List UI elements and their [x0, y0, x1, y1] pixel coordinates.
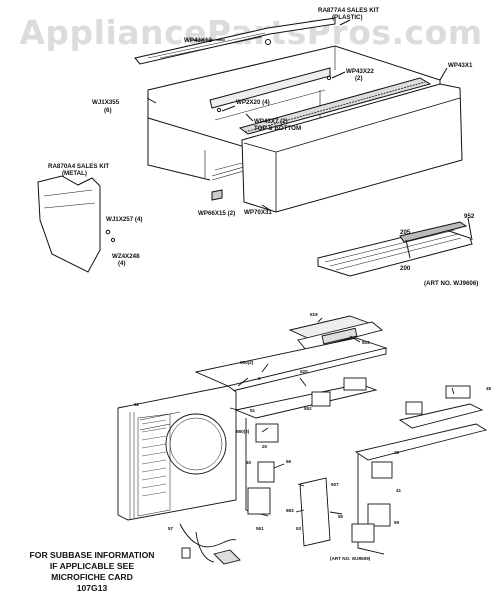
label-wj1x355: WJ1X355	[92, 99, 120, 106]
lower-part-labels: 519 503 980(2) 6 520 45 52 51 552 980(2)…	[134, 312, 492, 561]
label-41: 41	[396, 488, 402, 493]
label-25: 25	[394, 450, 400, 455]
label-wp43x7: WP43X7 (2)	[254, 118, 288, 125]
front-panel	[241, 83, 463, 213]
label-wz4x248: WZ4X248	[112, 253, 140, 260]
label-wp43x22-qty: (2)	[355, 75, 363, 82]
label-980b: 980(2)	[236, 429, 250, 434]
label-59: 59	[394, 520, 400, 525]
label-6: 6	[258, 376, 261, 381]
label-wp43x7-note: TOP & BOTTOM	[254, 125, 301, 132]
subbase-note: FOR SUBBASE INFORMATION IF APPLICABLE SE…	[30, 550, 155, 593]
label-sales-kit-plastic: RA877A4 SALES KIT	[318, 7, 379, 14]
label-51: 51	[250, 408, 256, 413]
upper-assembly	[37, 17, 473, 277]
label-wp43x22: WP43X22	[346, 68, 374, 75]
label-52: 52	[134, 402, 140, 407]
upper-part-labels: RA877A4 SALES KIT (PLASTIC) WP43X12 WJ1X…	[48, 7, 478, 287]
clip-wp66x15	[211, 189, 223, 201]
label-983: 983	[286, 508, 294, 513]
label-56: 56	[286, 459, 292, 464]
label-503: 503	[362, 340, 370, 345]
metal-sales-kit-panel	[37, 175, 101, 273]
label-art-number-upper: (ART NO. WJ9606)	[424, 280, 478, 287]
label-507: 507	[331, 482, 339, 487]
label-519: 519	[310, 312, 318, 317]
label-53: 53	[296, 526, 302, 531]
label-552: 552	[304, 406, 312, 411]
label-wz4x248-qty: (4)	[118, 260, 126, 267]
note-line-1: FOR SUBBASE INFORMATION	[30, 550, 155, 560]
note-line-3: MICROFICHE CARD	[51, 572, 133, 582]
label-980: 980(2)	[240, 360, 254, 365]
label-art-number-lower: (ART NO. WJ9509)	[330, 556, 371, 561]
label-wp43x12: WP43X12	[184, 37, 212, 44]
lower-assembly	[117, 315, 488, 565]
label-551: 551	[256, 526, 264, 531]
label-wp70x31: WP70X31	[244, 209, 272, 216]
label-520: 520	[300, 369, 308, 374]
label-wj1x355-qty: (6)	[104, 107, 112, 114]
top-panel	[134, 17, 336, 65]
label-952: 952	[464, 213, 475, 220]
label-wp2x20: WP2X20 (4)	[236, 99, 270, 106]
label-wp43x1: WP43X1	[448, 62, 473, 69]
label-wj1x257: WJ1X257 (4)	[106, 216, 142, 223]
note-line-2: IF APPLICABLE SEE	[50, 561, 134, 571]
label-sales-kit-metal-type: (METAL)	[62, 170, 87, 177]
label-sales-kit-plastic-type: (PLASTIC)	[332, 14, 363, 21]
label-20: 20	[262, 444, 268, 449]
label-57: 57	[168, 526, 174, 531]
label-50: 50	[338, 514, 344, 519]
note-line-4: 107G13	[77, 583, 108, 593]
label-200: 200	[400, 265, 411, 272]
label-45: 45	[486, 386, 492, 391]
label-wp66x15: WP66X15 (2)	[198, 210, 235, 217]
label-sales-kit-metal: RA870A4 SALES KIT	[48, 163, 109, 170]
label-205: 205	[400, 229, 411, 236]
label-40: 40	[246, 460, 252, 465]
